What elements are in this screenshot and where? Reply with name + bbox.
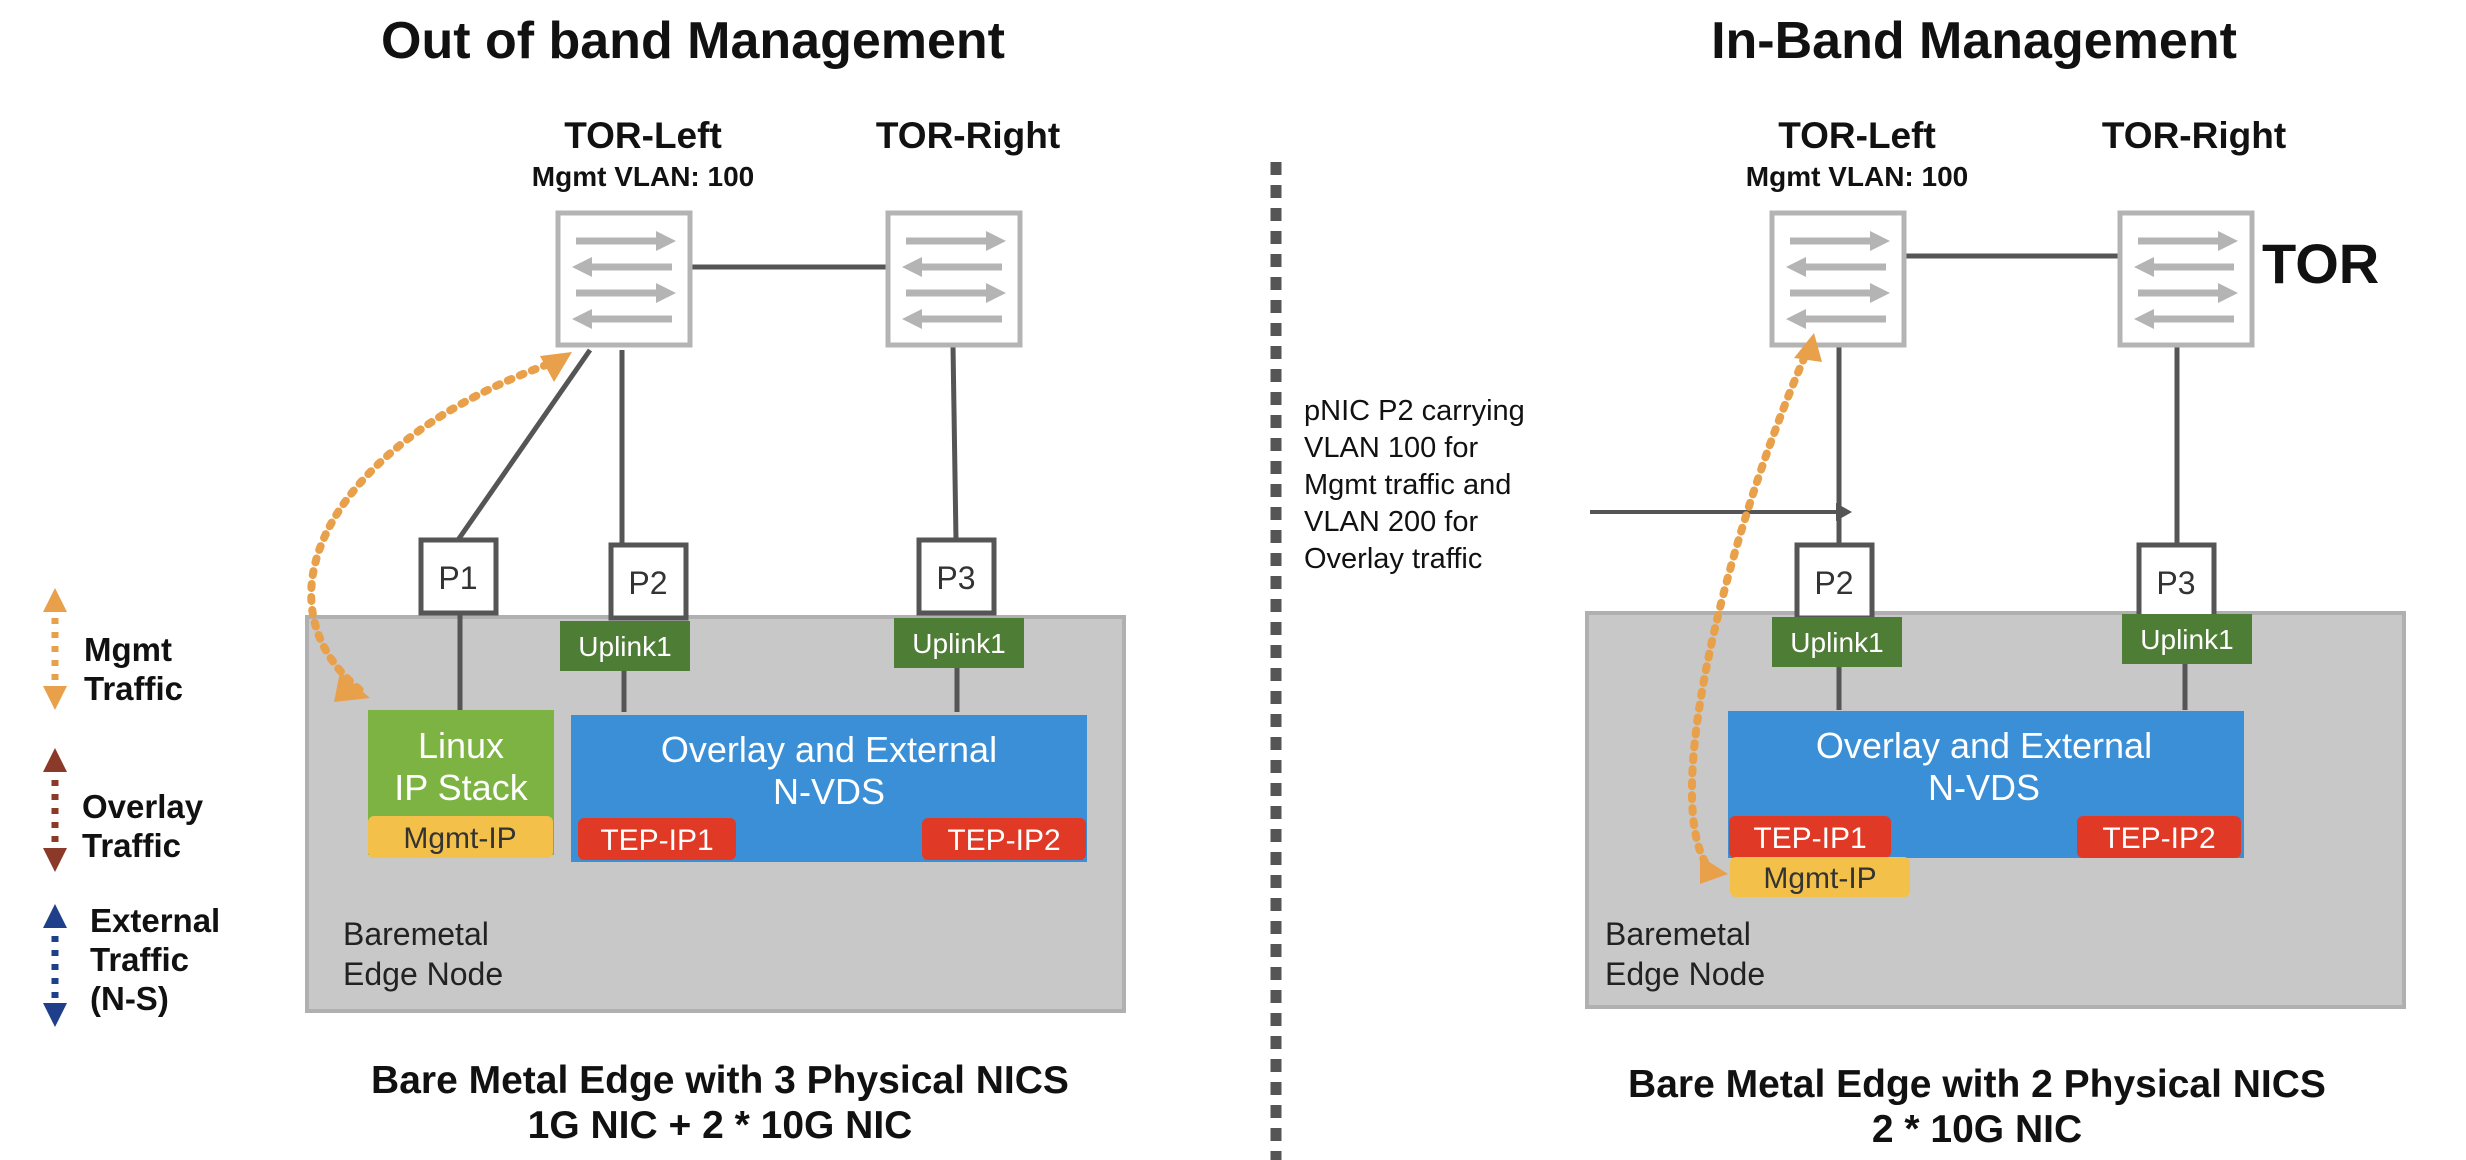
right-tep-ip2-badge bbox=[2077, 816, 2241, 858]
right-nvds-line2: N-VDS bbox=[1928, 767, 2040, 808]
left-caption-line1: Bare Metal Edge with 3 Physical NICS bbox=[371, 1059, 1069, 1102]
left-uplink-1-label: Uplink1 bbox=[578, 631, 671, 662]
left-node-label-line2: Edge Node bbox=[343, 956, 503, 992]
left-mgmt-arrowhead-top bbox=[540, 352, 572, 382]
right-note-line4: VLAN 200 for bbox=[1304, 506, 1478, 538]
right-title: In-Band Management bbox=[1711, 12, 2237, 70]
right-node-label-line2: Edge Node bbox=[1605, 956, 1765, 992]
left-port-p2-label: P2 bbox=[628, 565, 667, 601]
left-tor-left-label: TOR-Left bbox=[564, 115, 722, 156]
left-node-label-line1: Baremetal bbox=[343, 916, 489, 952]
right-tep-ip2-label: TEP-IP2 bbox=[2102, 822, 2215, 855]
left-tor-right-switch-icon bbox=[888, 213, 1020, 345]
left-tor-right-label: TOR-Right bbox=[876, 115, 1060, 156]
left-link-p1 bbox=[455, 348, 593, 542]
right-mgmt-traffic-arrow bbox=[1687, 341, 1814, 866]
left-port-p1 bbox=[418, 537, 499, 616]
right-note-line1: pNIC P2 carrying bbox=[1304, 395, 1525, 427]
left-port-p3-label: P3 bbox=[936, 560, 975, 596]
right-tor-tag: TOR bbox=[2262, 232, 2379, 295]
left-uplink-2-label: Uplink1 bbox=[912, 628, 1005, 659]
left-port-p1-label: P1 bbox=[438, 560, 477, 596]
left-mgmt-traffic-arrow bbox=[307, 356, 564, 694]
left-tep-ip1-label: TEP-IP1 bbox=[600, 824, 713, 857]
right-mgmt-ip-badge bbox=[1730, 857, 1910, 897]
right-port-p3-label: P3 bbox=[2156, 565, 2195, 601]
left-mgmt-ip-badge bbox=[368, 816, 553, 858]
right-uplink-2 bbox=[2122, 614, 2252, 664]
right-uplink-1-label: Uplink1 bbox=[1790, 627, 1883, 658]
right-node-label-line1: Baremetal bbox=[1605, 916, 1751, 952]
right-note-line5: Overlay traffic bbox=[1304, 543, 1482, 575]
left-tor-left-vlan: Mgmt VLAN: 100 bbox=[532, 161, 754, 192]
left-tor-left-switch-icon bbox=[558, 213, 690, 345]
left-linux-line1: Linux bbox=[418, 725, 504, 766]
right-mgmt-ip-label: Mgmt-IP bbox=[1763, 862, 1876, 895]
right-tep-ip1-badge bbox=[1729, 816, 1891, 858]
legend-external-label-line3: (N-S) bbox=[90, 980, 169, 1017]
right-caption-line2: 2 * 10G NIC bbox=[1872, 1108, 2082, 1151]
right-note-line2: VLAN 100 for bbox=[1304, 432, 1478, 464]
left-caption-line2: 1G NIC + 2 * 10G NIC bbox=[528, 1104, 913, 1147]
left-uplink-2 bbox=[894, 618, 1024, 668]
right-tor-left-label: TOR-Left bbox=[1778, 115, 1936, 156]
left-mgmt-ip-label: Mgmt-IP bbox=[403, 822, 516, 855]
right-tor-left-vlan: Mgmt VLAN: 100 bbox=[1746, 161, 1968, 192]
right-port-p2-label: P2 bbox=[1814, 565, 1853, 601]
left-link-p3 bbox=[950, 345, 959, 541]
right-uplink-1 bbox=[1772, 617, 1902, 667]
left-tep-ip2-label: TEP-IP2 bbox=[947, 824, 1060, 857]
left-linux-line2: IP Stack bbox=[394, 767, 528, 808]
right-mgmt-arrowhead-top bbox=[1794, 333, 1822, 362]
legend-overlay-label-line1: Overlay bbox=[82, 788, 204, 825]
right-tep-ip1-label: TEP-IP1 bbox=[1753, 822, 1866, 855]
legend-external-label-line2: Traffic bbox=[90, 941, 189, 978]
left-title: Out of band Management bbox=[381, 12, 1005, 70]
right-caption-line1: Bare Metal Edge with 2 Physical NICS bbox=[1628, 1063, 2326, 1106]
right-uplink-2-label: Uplink1 bbox=[2140, 624, 2233, 655]
left-tep-ip1-badge bbox=[578, 818, 736, 860]
right-note-line3: Mgmt traffic and bbox=[1304, 469, 1511, 501]
left-mgmt-arrowhead-bottom bbox=[334, 672, 370, 702]
legend-mgmt-label-line2: Traffic bbox=[84, 670, 183, 707]
right-tor-right-label: TOR-Right bbox=[2102, 115, 2286, 156]
right-tor-right-switch-icon bbox=[2120, 213, 2252, 345]
left-nvds-line2: N-VDS bbox=[773, 771, 885, 812]
legend-overlay-label-line2: Traffic bbox=[82, 827, 181, 864]
left-port-p2 bbox=[608, 542, 689, 621]
left-uplink-1 bbox=[560, 621, 690, 671]
right-mgmt-arrowhead-bottom bbox=[1700, 856, 1728, 884]
left-tep-ip2-badge bbox=[922, 818, 1086, 860]
left-nvds-line1: Overlay and External bbox=[661, 729, 997, 770]
right-nvds-line1: Overlay and External bbox=[1816, 725, 2152, 766]
left-port-p3 bbox=[916, 537, 997, 616]
legend-mgmt-label-line1: Mgmt bbox=[84, 631, 172, 668]
right-tor-left-switch-icon bbox=[1772, 213, 1904, 345]
legend-external-label-line1: External bbox=[90, 902, 220, 939]
